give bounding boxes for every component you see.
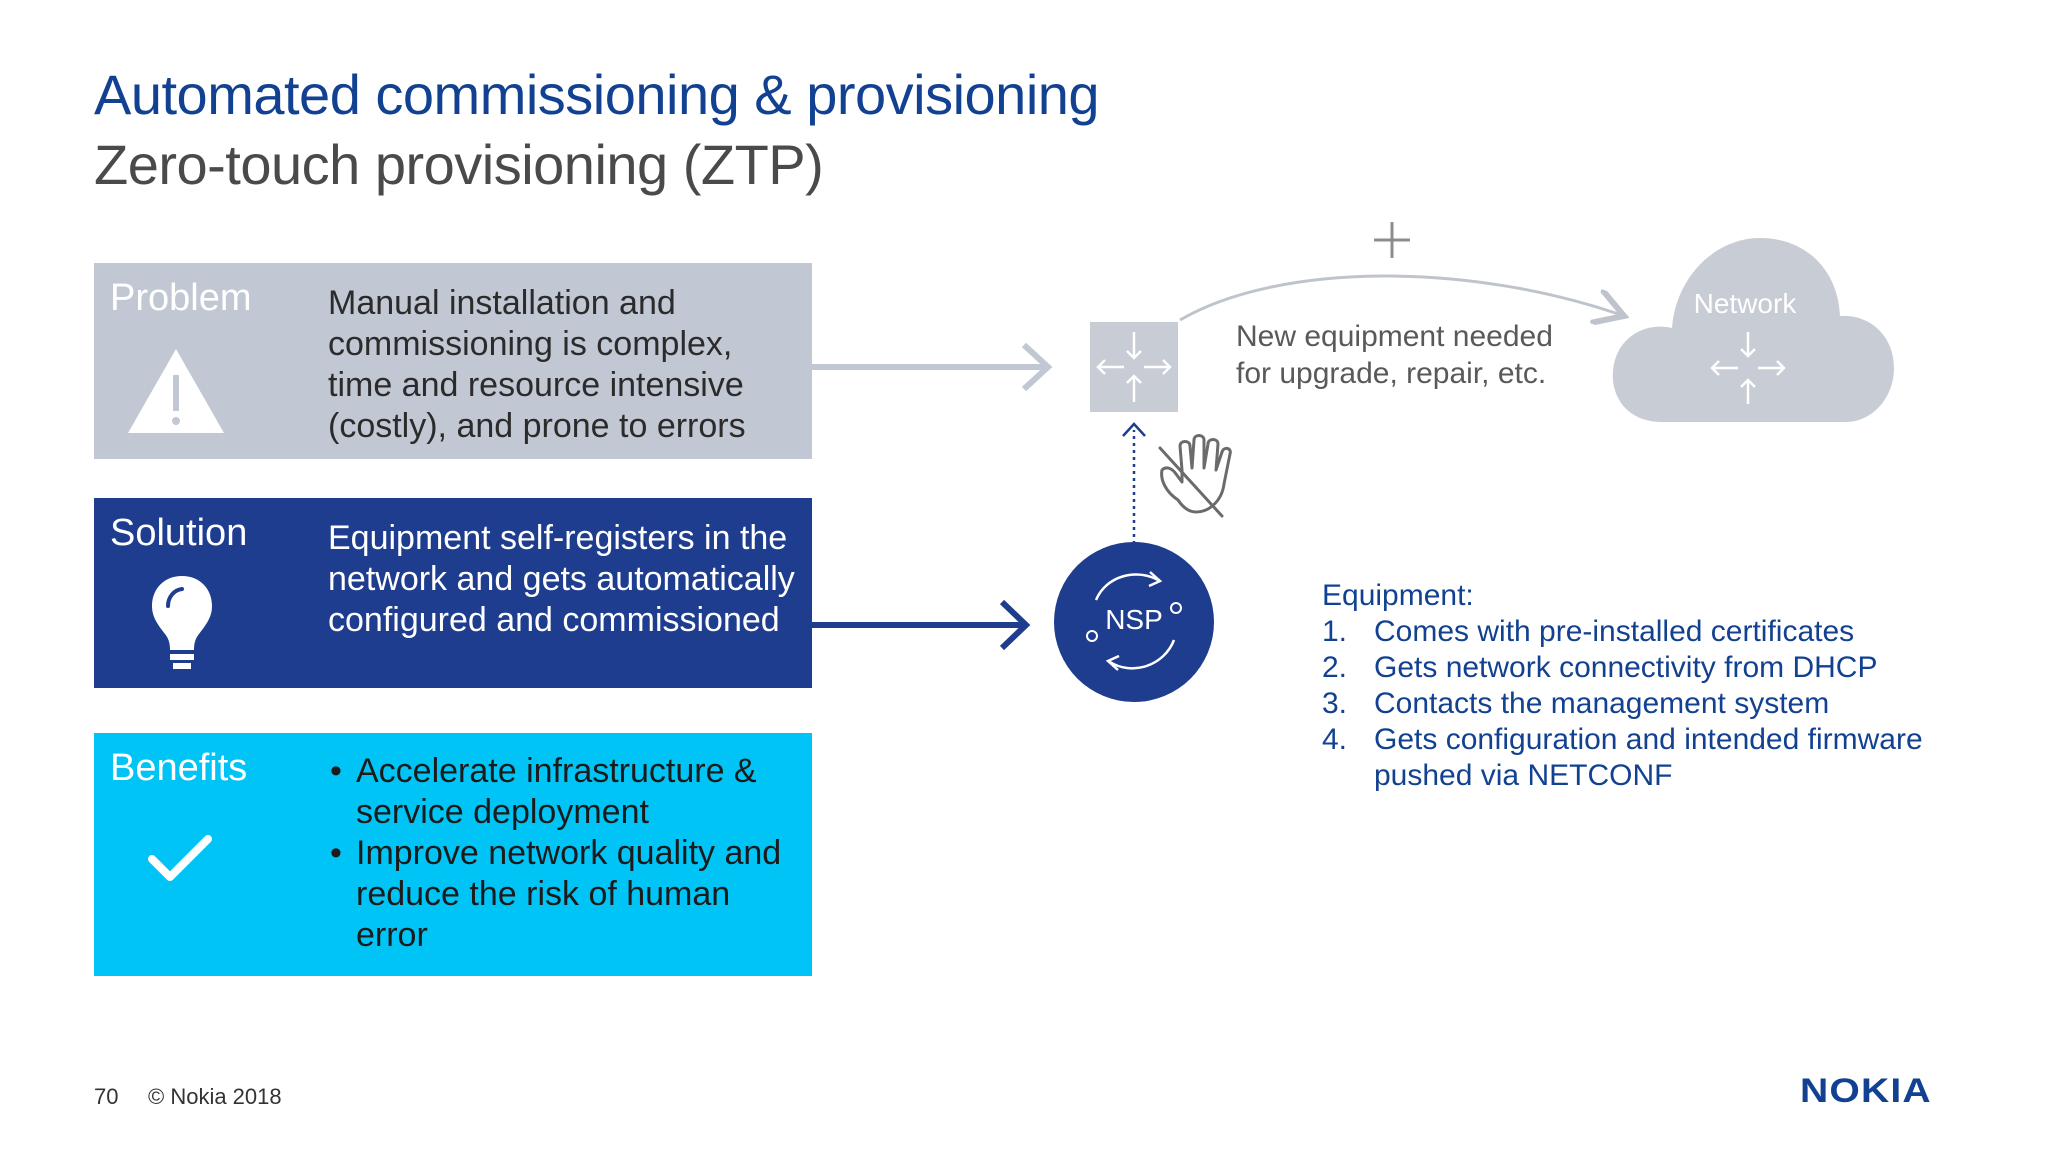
step-number: 2. — [1322, 651, 1348, 684]
nsp-label: NSP — [1105, 604, 1163, 635]
solution-text: Equipment self-registers in the network … — [328, 519, 795, 639]
page-number: 70 — [94, 1084, 119, 1109]
warning-icon — [128, 349, 224, 433]
step-text: Gets network connectivity from DHCP — [1374, 651, 1878, 684]
solution-panel: Solution Equipment self-registers in the… — [94, 498, 812, 688]
plus-icon — [1374, 222, 1410, 258]
solution-label: Solution — [110, 512, 248, 554]
list-item: 1. Comes with pre-installed certificates — [1322, 614, 1934, 650]
problem-text: Manual installation and commissioning is… — [328, 284, 746, 445]
list-item: Accelerate infrastructure & service depl… — [328, 751, 798, 833]
problem-arrow — [812, 342, 1053, 392]
benefits-label: Benefits — [110, 747, 248, 789]
router-icon — [1090, 322, 1178, 412]
steps-heading: Equipment: — [1322, 579, 1474, 612]
network-label: Network — [1693, 288, 1797, 319]
solution-arrow — [812, 599, 1031, 651]
list-item: 2. Gets network connectivity from DHCP — [1322, 650, 1934, 686]
lightbulb-icon — [152, 576, 212, 669]
provision-arrow — [1122, 422, 1146, 544]
connection-arc — [1179, 274, 1624, 320]
checkmark-icon — [148, 835, 212, 881]
benefits-panel: Benefits Accelerate infrastructure & ser… — [94, 733, 812, 976]
list-item: 4. Gets configuration and intended firmwa… — [1322, 722, 1934, 794]
step-text: Comes with pre-installed certificates — [1374, 615, 1855, 648]
nsp-cycle-icon — [1054, 542, 1214, 702]
new-equipment-caption: New equipment needed for upgrade, repair… — [1236, 320, 1553, 390]
copyright: © Nokia 2018 — [148, 1084, 282, 1109]
problem-label: Problem — [110, 277, 252, 319]
nokia-logo: NOKIA — [1800, 1072, 1932, 1110]
step-number: 4. — [1322, 723, 1348, 756]
step-number: 1. — [1322, 615, 1348, 648]
slide-subtitle: Zero-touch provisioning (ZTP) — [94, 133, 824, 196]
equipment-steps: Equipment: 1. Comes with pre-installed ce… — [1322, 578, 1934, 794]
no-touch-hand-icon — [1158, 434, 1232, 518]
list-item: 3. Contacts the management system — [1322, 686, 1934, 722]
step-number: 3. — [1322, 687, 1348, 720]
benefits-list: Accelerate infrastructure & service depl… — [328, 751, 798, 956]
slide-title: Automated commissioning & provisioning — [94, 63, 1100, 126]
cloud-icon — [1612, 238, 1894, 422]
step-text: Contacts the management system — [1374, 687, 1830, 720]
problem-panel: Problem Manual installation and commissi… — [94, 263, 812, 459]
steps-list: 1.Comes with pre-installed certificates … — [1322, 614, 1934, 794]
step-text: Gets configuration and intended firmware… — [1374, 723, 1923, 792]
list-item: Improve network quality and reduce the r… — [328, 833, 798, 956]
